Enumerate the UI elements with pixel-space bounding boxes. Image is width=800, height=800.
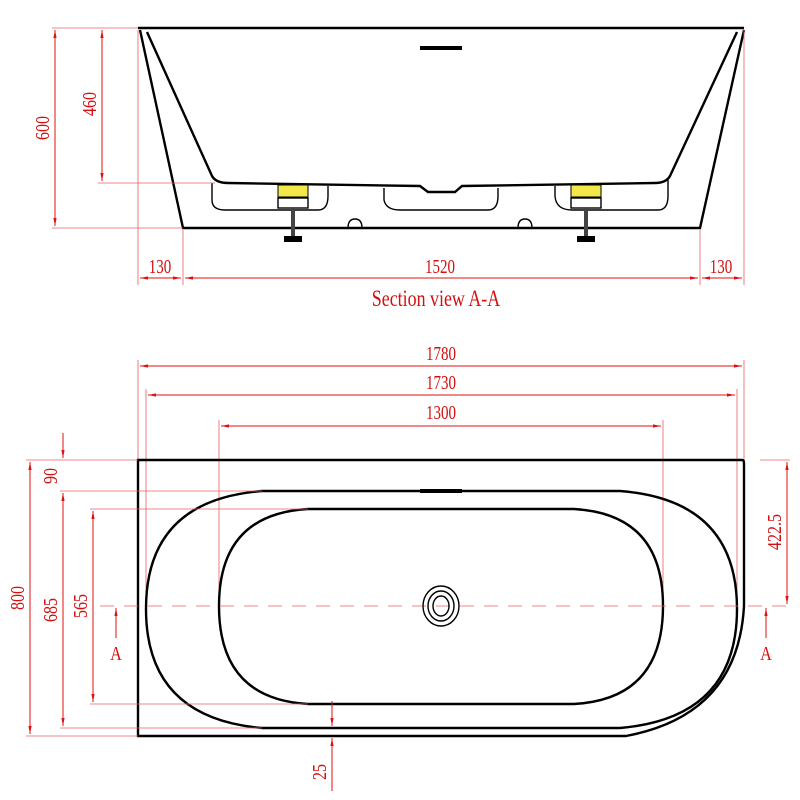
label-1520: 1520 (425, 255, 455, 278)
section-mark-left: A (110, 642, 122, 664)
label-130-right: 130 (710, 255, 733, 278)
label-600: 600 (31, 116, 53, 140)
adjustable-foot-right (570, 197, 602, 242)
support-pad-left (277, 184, 309, 198)
drain-notch-right (517, 218, 533, 229)
label-685: 685 (39, 598, 61, 622)
section-mark-right: A (760, 642, 772, 664)
label-565: 565 (69, 594, 91, 618)
label-460: 460 (78, 92, 100, 116)
rim-outline (144, 489, 739, 730)
drain-icon (422, 585, 460, 627)
adjustable-foot-left (277, 197, 309, 242)
support-pocket-center (383, 188, 499, 211)
section-view: 600 460 130 1520 130 Section view A-A (31, 26, 746, 312)
label-800: 800 (6, 586, 28, 610)
support-pad-right (570, 184, 602, 198)
drain-notch-left (347, 218, 363, 229)
basin-outline (217, 507, 665, 706)
overflow-slot-plan (420, 489, 462, 493)
label-130-left: 130 (149, 255, 172, 278)
outer-shell (138, 29, 746, 230)
label-1780: 1780 (426, 342, 456, 365)
label-25: 25 (308, 764, 330, 780)
label-1730: 1730 (426, 371, 456, 394)
label-90: 90 (39, 468, 61, 484)
overflow-slot (420, 46, 462, 50)
label-422-5: 422.5 (763, 514, 785, 550)
plan-view: 1780 1730 1300 800 90 685 565 25 (6, 342, 790, 791)
outer-body-outline (136, 458, 746, 738)
inner-basin (145, 31, 739, 194)
support-pocket-right (554, 180, 669, 211)
label-1300: 1300 (426, 401, 456, 424)
section-view-title: Section view A-A (372, 287, 501, 312)
support-pocket-left (211, 183, 329, 211)
